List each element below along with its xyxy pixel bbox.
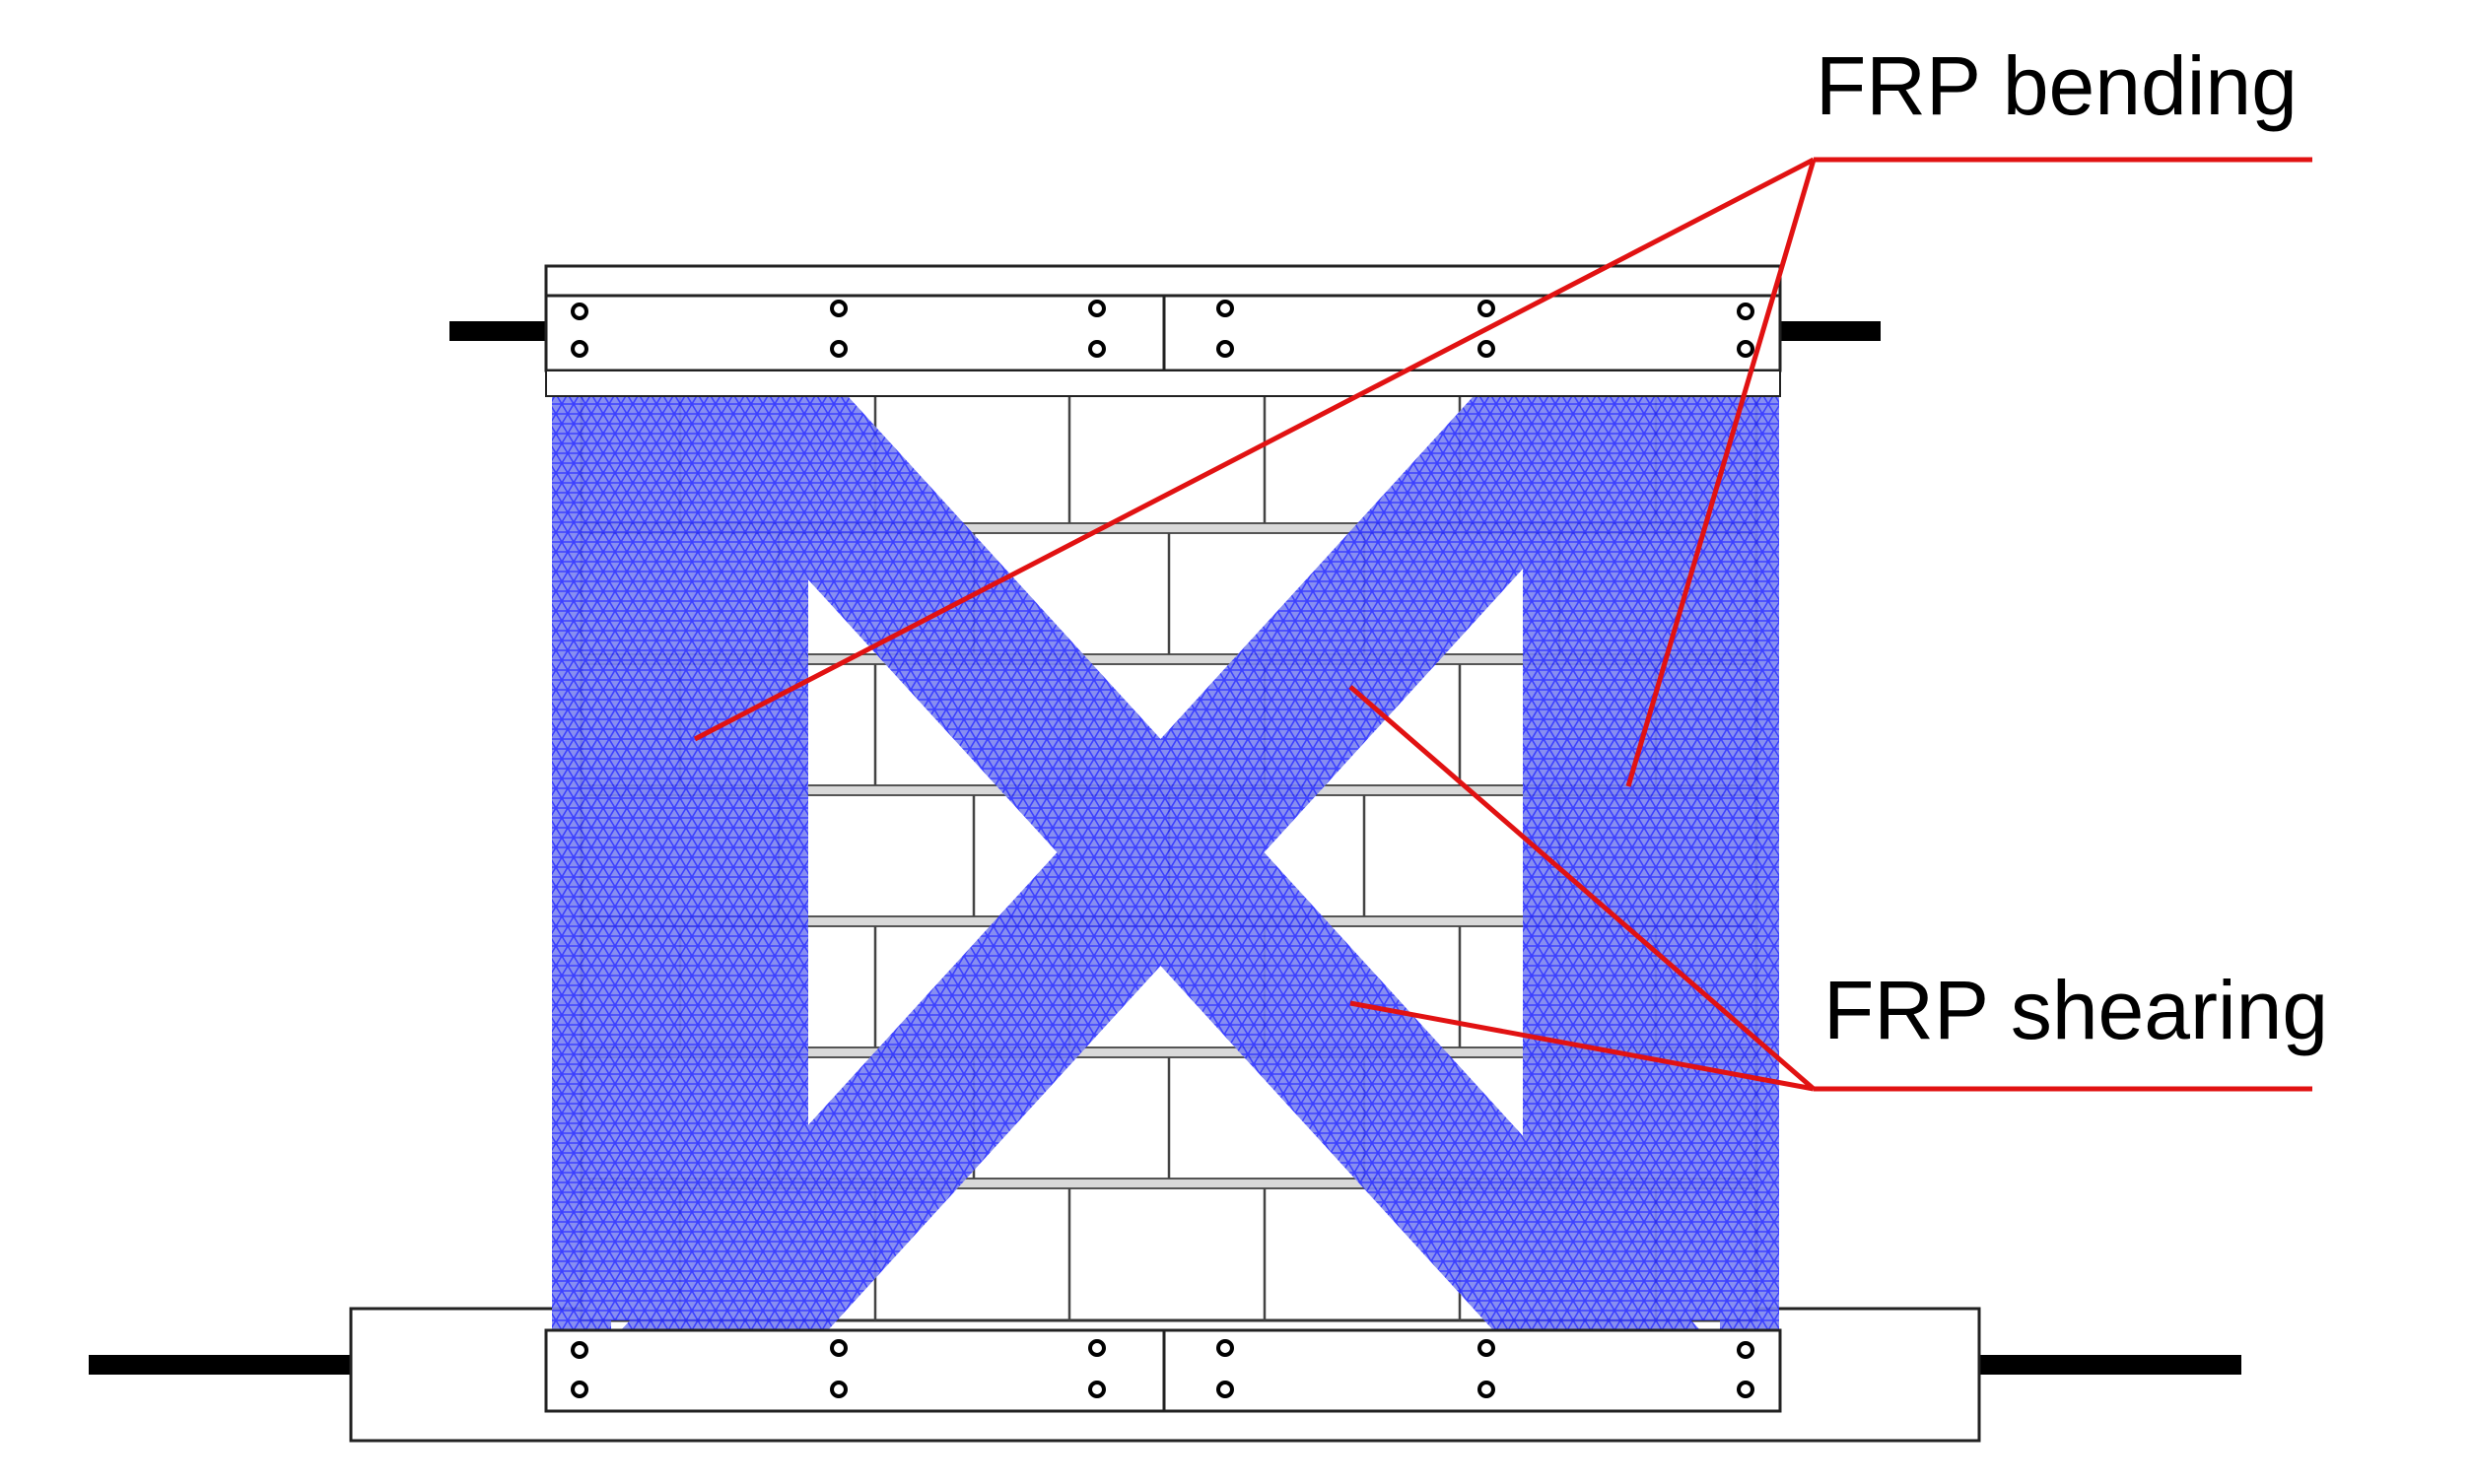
top-loading-beam: [544, 264, 1782, 397]
bolt-icon: [1477, 1381, 1495, 1398]
bolt-icon: [1088, 340, 1106, 358]
frp-strips: [552, 374, 1779, 1330]
bolt-icon: [571, 303, 588, 320]
bolt-icon: [571, 1341, 588, 1359]
bolt-icon: [1737, 1341, 1754, 1359]
bolt-icon: [1216, 1339, 1234, 1357]
bolt-icon: [1737, 340, 1754, 358]
top-left-rod: [449, 321, 548, 341]
bolt-icon: [1216, 1381, 1234, 1398]
bottom-plate-bolts: [571, 1339, 1754, 1398]
bolt-icon: [830, 340, 848, 358]
bottom-loading-rods: [89, 1355, 2241, 1375]
bottom-right-rod: [1979, 1355, 2241, 1375]
bolt-icon: [1216, 340, 1234, 358]
top-beam-lip: [545, 370, 1781, 397]
frp-bending-strip-left: [552, 374, 611, 1330]
bolt-icon: [1737, 1381, 1754, 1398]
top-right-rod: [1780, 321, 1881, 341]
bolt-icon: [1477, 1339, 1495, 1357]
bolt-icon: [1477, 300, 1495, 317]
top-plate-bolts: [571, 300, 1754, 358]
frp-bending-strip-right-body: [1523, 384, 1725, 1320]
frp-bending-label: FRP bending: [1816, 39, 2298, 132]
bolt-icon: [830, 1381, 848, 1398]
frp-bending-strip-left-body: [606, 384, 808, 1320]
bolt-icon: [1477, 340, 1495, 358]
bolt-icon: [571, 340, 588, 358]
bending-leader-left: [693, 157, 1816, 742]
frp-shearing-strip-ascending: [621, 374, 1700, 1330]
shearing-leader-lower: [1349, 1000, 1815, 1092]
bolt-icon: [1088, 1381, 1106, 1398]
bolt-icon: [1737, 303, 1754, 320]
top-loading-rods: [449, 321, 1881, 341]
bolt-icon: [1216, 300, 1234, 317]
bottom-left-rod: [89, 1355, 351, 1375]
frp-shearing-label: FRP shearing: [1823, 964, 2328, 1056]
shearing-leader-upper: [1348, 685, 1816, 1091]
bottom-clamping-plate: [544, 1328, 1782, 1413]
leader-lines: [693, 157, 2312, 1092]
bending-leader-right: [1625, 159, 1817, 787]
bolt-icon: [571, 1381, 588, 1398]
bolt-icon: [830, 1339, 848, 1357]
bolt-icon: [1088, 300, 1106, 317]
bolt-icon: [1088, 1339, 1106, 1357]
frp-bending-strip-right: [1720, 374, 1779, 1330]
bolt-icon: [830, 300, 848, 317]
